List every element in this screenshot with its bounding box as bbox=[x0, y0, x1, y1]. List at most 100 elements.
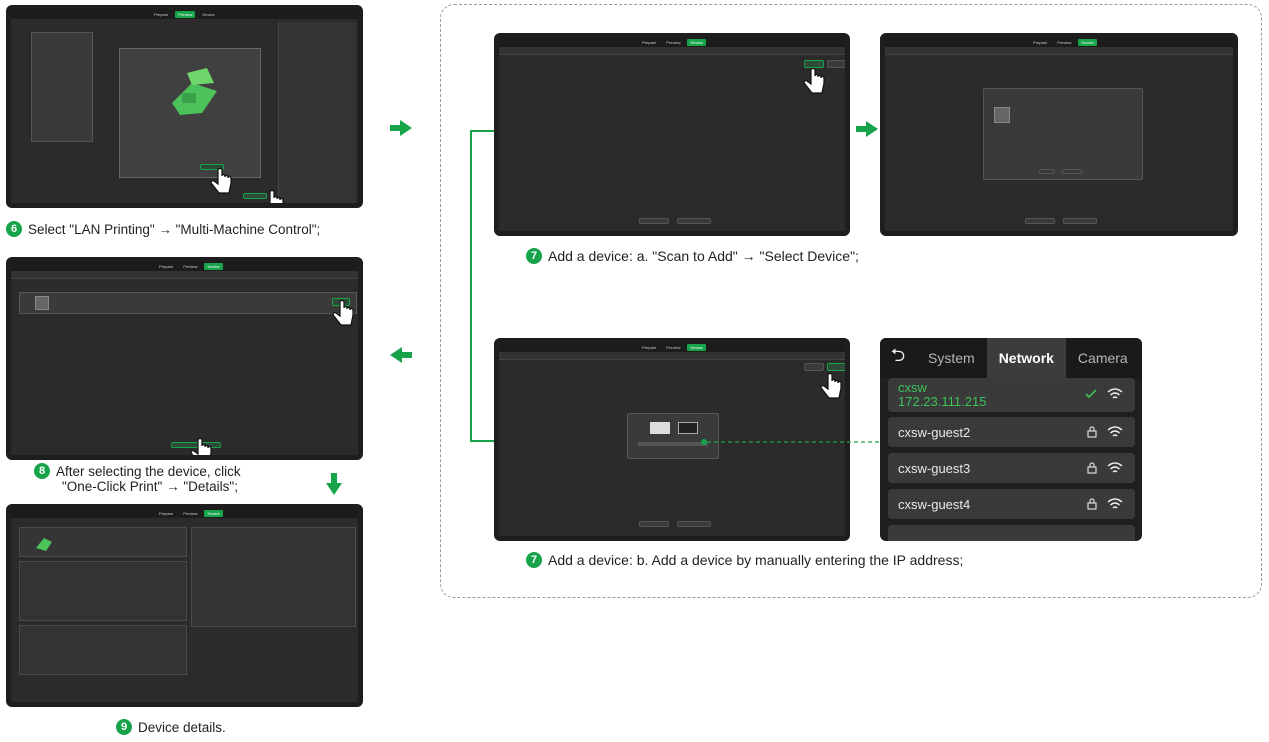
ip-option-icon[interactable] bbox=[678, 422, 698, 434]
caption-step7b: 7 Add a device: b. Add a device by manua… bbox=[526, 552, 963, 568]
wifi-ip: 172.23.111.215 bbox=[898, 394, 987, 409]
title-bar bbox=[11, 509, 358, 518]
wifi-ssid: cxsw-guest4 bbox=[898, 496, 971, 512]
lan-printing-button[interactable] bbox=[200, 164, 224, 170]
tab-prepare[interactable]: Prepare bbox=[1033, 40, 1048, 45]
tab-device[interactable]: Device bbox=[1078, 39, 1097, 46]
wifi-item[interactable]: cxsw-guest3 bbox=[888, 453, 1135, 483]
model-thumbnail-icon bbox=[36, 538, 52, 551]
add-device-group bbox=[440, 4, 1262, 598]
wifi-icon bbox=[1107, 498, 1123, 509]
tab-system[interactable]: System bbox=[928, 350, 975, 366]
cancel-button[interactable] bbox=[1062, 169, 1082, 174]
footer-button-left[interactable] bbox=[639, 218, 669, 224]
wifi-item[interactable]: cxsw-guest4 bbox=[888, 489, 1135, 519]
ok-button[interactable] bbox=[1039, 169, 1055, 174]
mode-tabs: Prepare Preview Device bbox=[1030, 39, 1097, 46]
multi-machine-control-button[interactable] bbox=[243, 193, 267, 199]
ip-address-field[interactable] bbox=[638, 442, 708, 446]
screenshot-device-list: Prepare Preview Device bbox=[6, 257, 363, 460]
wifi-ssid: cxsw-guest2 bbox=[898, 424, 971, 440]
caption-text: Add a device: b. Add a device by manuall… bbox=[548, 552, 964, 568]
screenshot-select-device: Prepare Preview Device bbox=[880, 33, 1238, 236]
dashed-connector bbox=[701, 439, 882, 445]
network-settings-panel: ⮌ System Network Camera cxsw 172.23.111.… bbox=[880, 338, 1142, 541]
temperature-chart-panel bbox=[191, 527, 356, 627]
scan-to-add-button[interactable] bbox=[804, 363, 824, 371]
tab-prepare[interactable]: Prepare bbox=[159, 511, 174, 516]
step-number: 7 bbox=[526, 552, 542, 568]
printer-thumbnail bbox=[994, 107, 1010, 123]
send-print-dialog bbox=[119, 48, 261, 178]
caption-step7a: 7 Add a device: a. "Scan to Add" → "Sele… bbox=[526, 248, 859, 264]
tab-preview[interactable]: Preview bbox=[183, 264, 198, 269]
lan-option-icon[interactable] bbox=[650, 422, 670, 434]
caption-step8: 8 After selecting the device, click "One… bbox=[34, 463, 241, 494]
step-number: 7 bbox=[526, 248, 542, 264]
wifi-icon bbox=[1107, 426, 1123, 437]
caption-text: Add a device: a. "Scan to Add" → "Select… bbox=[548, 248, 859, 264]
caption-step6: 6 Select "LAN Printing" → "Multi-Machine… bbox=[6, 221, 320, 237]
wifi-item-connected[interactable]: cxsw 172.23.111.215 bbox=[888, 378, 1135, 412]
pointer-hand-icon bbox=[332, 300, 354, 326]
mode-tabs: Prepare Preview Device bbox=[639, 344, 706, 351]
wifi-ssid: cxsw bbox=[898, 380, 927, 395]
tab-preview[interactable]: Preview bbox=[666, 345, 681, 350]
tab-network[interactable]: Network bbox=[986, 338, 1066, 378]
model-preview-icon bbox=[172, 68, 217, 115]
caption-text: Device details. bbox=[138, 719, 226, 735]
printing-info-panel bbox=[19, 527, 187, 557]
arrow-right-icon bbox=[390, 120, 412, 136]
tab-device[interactable]: Device bbox=[204, 510, 223, 517]
tab-preview[interactable]: Preview bbox=[175, 11, 196, 18]
caption-text: Select "LAN Printing" → "Multi-Machine C… bbox=[28, 221, 321, 237]
tab-prepare[interactable]: Prepare bbox=[159, 264, 174, 269]
left-settings-panel bbox=[31, 32, 93, 142]
tab-device[interactable]: Device bbox=[202, 12, 215, 17]
pointer-hand-icon bbox=[210, 168, 232, 194]
mode-tabs: Prepare Preview Device bbox=[639, 39, 706, 46]
tab-preview[interactable]: Preview bbox=[666, 40, 681, 45]
footer-button-right[interactable] bbox=[1063, 218, 1097, 224]
footer-button-right[interactable] bbox=[677, 218, 711, 224]
tab-camera[interactable]: Camera bbox=[1077, 350, 1128, 366]
manual-add-button[interactable] bbox=[827, 60, 845, 68]
tab-preview[interactable]: Preview bbox=[1057, 40, 1072, 45]
tab-preview[interactable]: Preview bbox=[183, 511, 198, 516]
footer-button-right[interactable] bbox=[677, 521, 711, 527]
tab-device[interactable]: Device bbox=[687, 39, 706, 46]
wifi-item[interactable]: cxsw-guest2 bbox=[888, 417, 1135, 447]
device-toolbar bbox=[885, 47, 1233, 55]
device-card[interactable] bbox=[19, 292, 357, 314]
caption-text-line2: "One-Click Print" → "Details"; bbox=[62, 479, 238, 494]
device-toolbar bbox=[499, 352, 845, 360]
tab-prepare[interactable]: Prepare bbox=[154, 12, 169, 17]
wifi-item-partial[interactable] bbox=[888, 525, 1135, 541]
caption-text-line1: After selecting the device, click bbox=[56, 463, 241, 479]
tab-prepare[interactable]: Prepare bbox=[642, 345, 657, 350]
tab-prepare[interactable]: Prepare bbox=[642, 40, 657, 45]
wifi-ssid: cxsw-guest3 bbox=[898, 460, 971, 476]
device-toolbar bbox=[11, 271, 358, 279]
tab-device[interactable]: Device bbox=[204, 263, 223, 270]
back-arrow-icon[interactable]: ⮌ bbox=[890, 345, 906, 365]
footer-button-left[interactable] bbox=[1025, 218, 1055, 224]
pointer-hand-icon bbox=[190, 438, 212, 455]
footer-button-left[interactable] bbox=[639, 521, 669, 527]
device-toolbar bbox=[499, 47, 845, 55]
printer-thumbnail bbox=[35, 296, 49, 310]
scan-to-add-button[interactable] bbox=[804, 60, 824, 68]
tab-device[interactable]: Device bbox=[687, 344, 706, 351]
lock-icon bbox=[1087, 426, 1097, 438]
manual-add-button[interactable] bbox=[827, 363, 845, 371]
connector-top bbox=[470, 130, 496, 132]
arrow-left-icon bbox=[390, 347, 412, 363]
connector-vertical bbox=[470, 130, 472, 440]
connector-bottom bbox=[470, 440, 496, 442]
screenshot-lan-printing: Prepare Preview Device bbox=[6, 5, 363, 208]
mode-tabs: Prepare Preview Device bbox=[156, 510, 223, 517]
pointer-hand-icon bbox=[263, 190, 284, 203]
caption-step9: 9 Device details. bbox=[116, 719, 226, 735]
title-bar bbox=[499, 343, 845, 352]
one-click-print-button[interactable] bbox=[171, 442, 221, 448]
